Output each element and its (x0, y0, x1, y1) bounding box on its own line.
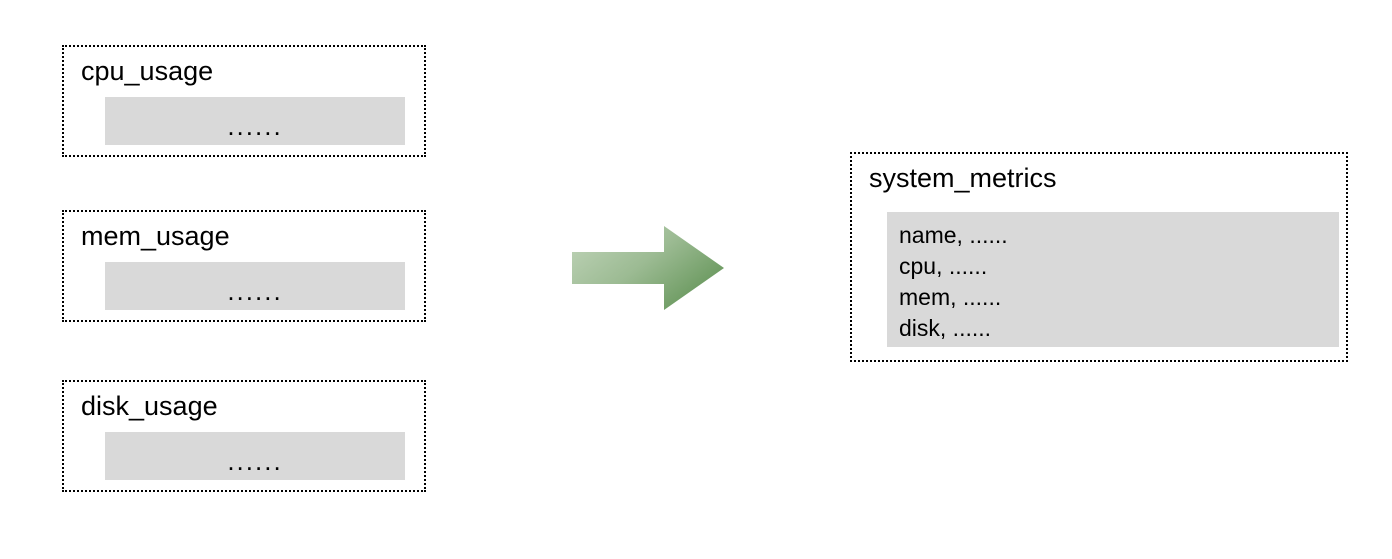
payload-ellipsis: ...... (227, 111, 283, 141)
target-entity-payload: name, ...... cpu, ...... mem, ...... dis… (887, 212, 1339, 347)
target-entity-title: system_metrics (869, 163, 1057, 193)
target-entity-system-metrics[interactable]: system_metrics name, ...... cpu, ...... … (850, 152, 1348, 362)
source-entity-payload: ...... (105, 97, 405, 145)
arrow-right-icon (572, 226, 724, 310)
source-entity-title: mem_usage (81, 221, 230, 251)
payload-row: mem, ...... (899, 284, 1002, 310)
payload-row: name, ...... (899, 222, 1008, 248)
source-entity-title: cpu_usage (81, 56, 214, 86)
source-entity-title: disk_usage (81, 391, 218, 421)
source-entity-disk-usage[interactable]: disk_usage ...... (62, 380, 426, 492)
source-entity-cpu-usage[interactable]: cpu_usage ...... (62, 45, 426, 157)
source-entity-mem-usage[interactable]: mem_usage ...... (62, 210, 426, 322)
payload-row: disk, ...... (899, 315, 992, 341)
source-entity-payload: ...... (105, 262, 405, 310)
payload-ellipsis: ...... (227, 276, 283, 306)
payload-ellipsis: ...... (227, 446, 283, 476)
source-entity-payload: ...... (105, 432, 405, 480)
payload-row: cpu, ...... (899, 253, 988, 279)
